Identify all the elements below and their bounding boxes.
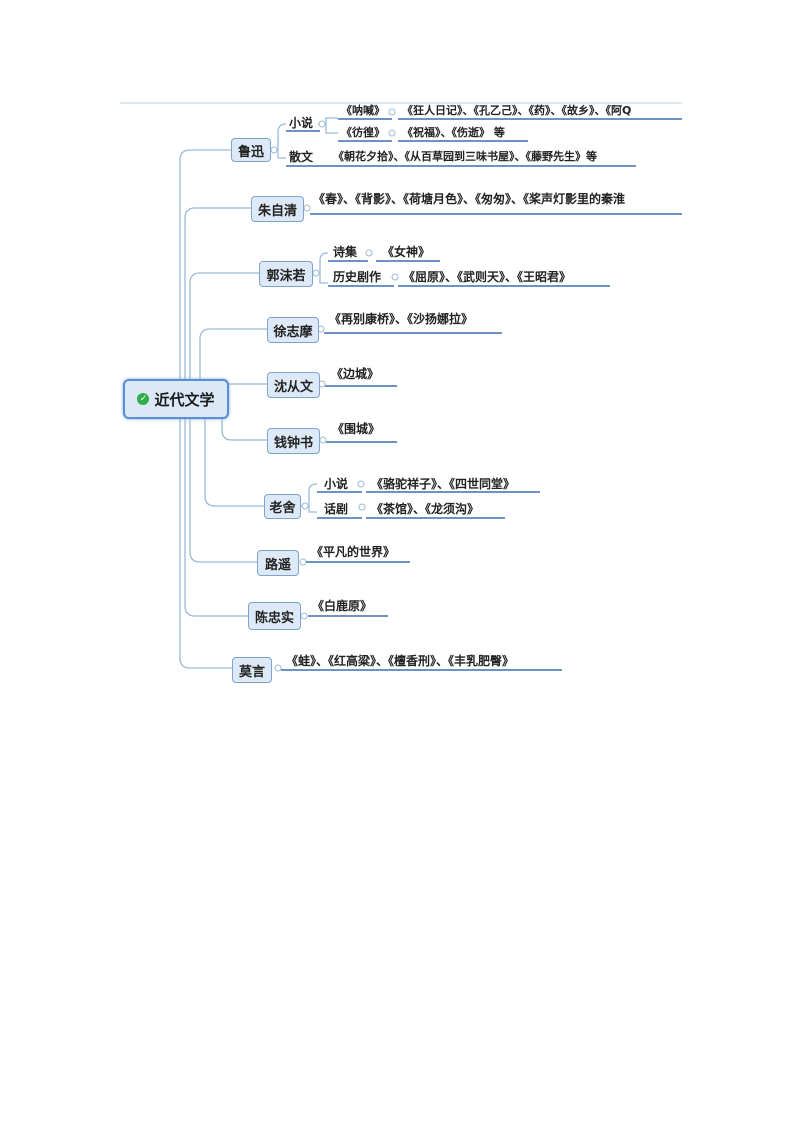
topic-laoshe[interactable]: 老舍	[264, 494, 301, 519]
connector-lines	[120, 102, 682, 672]
topic-label: 沈从文	[273, 379, 313, 395]
topic-label: 朱自清	[257, 203, 297, 219]
check-icon: ✓	[137, 393, 150, 405]
topic-label: 郭沫若	[266, 268, 306, 284]
luxun-novel-works-3: 《彷徨》	[341, 126, 385, 139]
guomoruo-poetry-works: 《女神》	[382, 245, 431, 259]
topic-chenzhongshi[interactable]: 陈忠实	[248, 602, 301, 630]
zhuziqing-works: 《春》、《背影》、《荷塘月色》、《匆匆》、《桨声灯影里的秦淮	[313, 192, 626, 206]
topic-luxun[interactable]: 鲁迅	[231, 138, 271, 162]
qianzhongshu-works: 《围城》	[332, 422, 381, 436]
topic-label: 钱钟书	[273, 435, 313, 451]
guomoruo-drama-label: 历史剧作	[333, 270, 382, 284]
luxun-prose-label: 散文	[289, 150, 314, 164]
xuzhimo-works: 《再别康桥》、《沙扬娜拉》	[329, 312, 474, 326]
root-label: 近代文学	[154, 390, 215, 409]
luyao-works: 《平凡的世界》	[311, 545, 396, 559]
laoshe-novel-label: 小说	[324, 477, 349, 491]
topic-label: 陈忠实	[254, 610, 294, 626]
topic-label: 莫言	[238, 664, 265, 680]
topic-guomoruo[interactable]: 郭沫若	[259, 261, 313, 287]
moyan-works: 《蛙》、《红高粱》、《檀香刑》、《丰乳肥臀》	[286, 654, 515, 668]
topic-label: 鲁迅	[237, 144, 264, 160]
laoshe-drama-works: 《茶馆》、《龙须沟》	[371, 502, 480, 516]
mind-map-viewport: ✓ 近代文学 鲁迅 小说 《呐喊》 《狂人日记》、《孔乙己》、《药》、《故乡》、…	[120, 102, 682, 683]
luxun-prose-works: 《朝花夕拾》、《从百草园到三味书屋》、《藤野先生》等	[333, 150, 597, 163]
topic-shencongwen[interactable]: 沈从文	[267, 372, 320, 398]
laoshe-drama-label: 话剧	[324, 502, 349, 516]
topic-zhuziqing[interactable]: 朱自清	[251, 196, 304, 222]
topic-qianzhongshu[interactable]: 钱钟书	[267, 428, 320, 454]
topic-moyan[interactable]: 莫言	[232, 657, 272, 683]
luxun-novel-label: 小说	[289, 116, 314, 130]
topic-label: 老舍	[269, 501, 296, 516]
luxun-novel-works-2: 《狂人日记》、《孔乙己》、《药》、《故乡》、《阿Q	[402, 104, 632, 117]
guomoruo-poetry-label: 诗集	[333, 245, 358, 259]
laoshe-novel-works: 《骆驼祥子》、《四世同堂》	[371, 477, 516, 491]
guomoruo-drama-works: 《屈原》、《武则天》、《王昭君》	[403, 270, 572, 284]
topic-label: 路遥	[264, 557, 291, 573]
topic-label: 徐志摩	[273, 324, 313, 340]
topic-luyao[interactable]: 路遥	[257, 550, 299, 576]
luxun-novel-works-4: 《祝福》、《伤逝》 等	[402, 126, 505, 139]
luxun-novel-works-1: 《呐喊》	[341, 104, 385, 117]
root-topic[interactable]: ✓ 近代文学	[123, 379, 229, 419]
shencongwen-works: 《边城》	[331, 367, 380, 381]
chenzhongshi-works: 《白鹿原》	[312, 599, 373, 613]
topic-xuzhimo[interactable]: 徐志摩	[267, 317, 319, 343]
